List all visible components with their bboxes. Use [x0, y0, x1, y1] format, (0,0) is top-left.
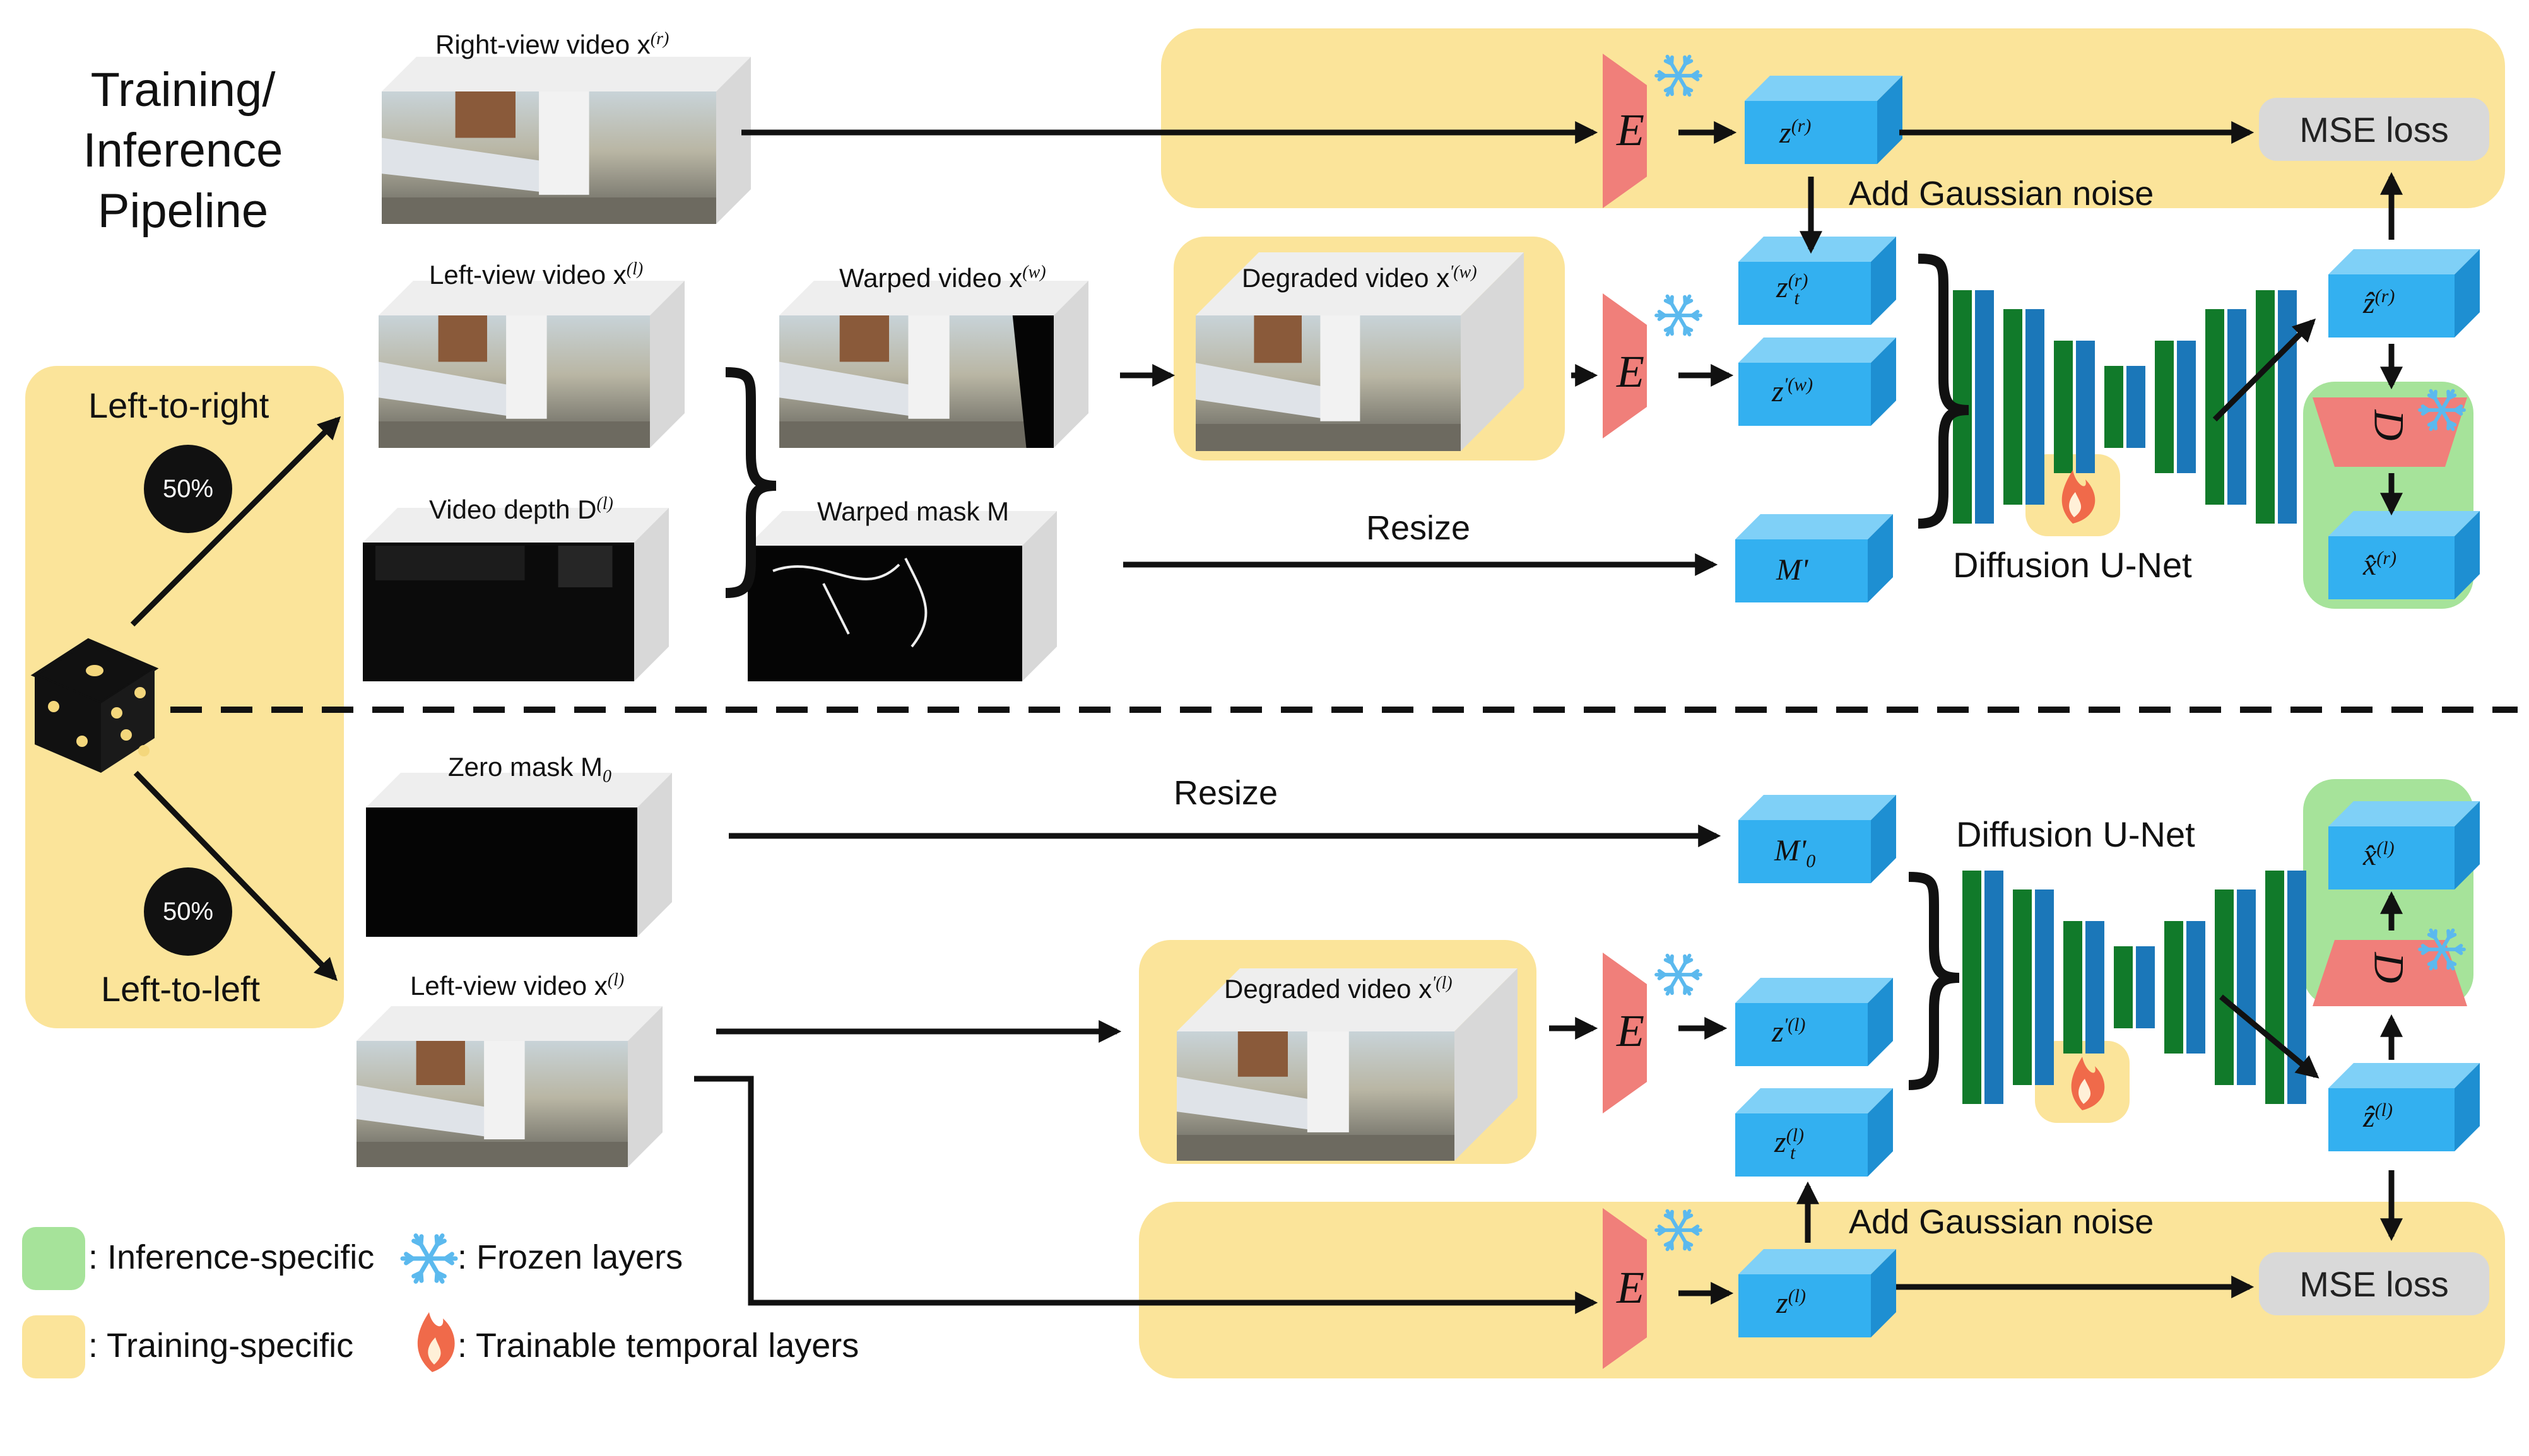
arrow-unet-to-zhat-l — [2219, 994, 2320, 1079]
training-region-dice — [25, 366, 344, 1028]
arrow-left-to-encoder4 — [694, 1076, 1598, 1314]
legend-training-label: : Training-specific — [88, 1327, 354, 1365]
zero-mask-frame — [366, 773, 672, 937]
arrow-unet-to-zhat-r — [2212, 318, 2316, 422]
latent-z-t-r-label: z(r)t — [1776, 270, 1808, 308]
latent-z-l-label: z(l) — [1776, 1286, 1807, 1320]
arrow-dice-to-bottom — [133, 770, 338, 982]
latent-cube-z-l-prime — [1735, 978, 1893, 1066]
latent-z-hat-r-label: ẑ(r) — [2363, 286, 2395, 320]
left-view-bottom-frame — [357, 1006, 663, 1167]
encoder-symbol-3: E — [1617, 1006, 1644, 1056]
latent-cube-z-hat-l — [2328, 1063, 2480, 1151]
snowflake-icon-1 — [1654, 54, 1702, 97]
degraded-video-top-label: Degraded video x'(w) — [1242, 262, 1477, 293]
dice-bottom-label: Left-to-left — [101, 969, 261, 1009]
warped-video-label: Warped video x(w) — [839, 262, 1046, 293]
warped-mask-label: Warped mask M — [817, 496, 1010, 526]
snowflake-icon-3 — [1654, 953, 1702, 996]
mse-loss-bottom: MSE loss — [2259, 1252, 2489, 1315]
mse-loss-top: MSE loss — [2259, 98, 2489, 161]
add-noise-bottom-label: Add Gaussian noise — [1849, 1203, 2154, 1241]
decoder-symbol-1: D — [2365, 409, 2414, 441]
left-view-label: Left-view video x(l) — [429, 259, 644, 290]
snowflake-icon-6 — [2418, 928, 2466, 971]
resize-top-label: Resize — [1366, 509, 1471, 547]
legend-inference-swatch — [22, 1227, 85, 1290]
decoder-block-2 — [2313, 940, 2467, 1006]
dice-bottom-pct: 50% — [144, 867, 232, 956]
latent-m-prime-label: M' — [1776, 553, 1808, 587]
degraded-video-top-frame — [1196, 252, 1524, 451]
title-line-3: Pipeline — [97, 184, 269, 238]
right-view-video-frame — [382, 57, 751, 224]
latent-cube-x-hat-r — [2328, 511, 2480, 599]
latent-z-t-l-label: z(l)t — [1774, 1125, 1805, 1163]
video-depth-frame — [363, 508, 669, 681]
diffusion-unet-top — [1953, 290, 2297, 536]
latent-cube-z-w — [1738, 338, 1896, 426]
brace-top-right — [1918, 254, 1969, 529]
latent-z-r-label: z(r) — [1779, 115, 1812, 150]
latent-cube-z-t-r — [1738, 237, 1896, 325]
latent-x-hat-r-label: x̂(r) — [2363, 548, 2396, 582]
snowflake-icon-5 — [2418, 389, 2466, 432]
arrow-dice-to-top — [130, 416, 341, 627]
warped-mask-frame — [748, 511, 1057, 681]
latent-cube-z-l — [1738, 1249, 1896, 1337]
latent-cube-m-prime — [1735, 514, 1893, 602]
encoder-symbol-4: E — [1617, 1262, 1644, 1313]
encoder-symbol-2: E — [1617, 346, 1644, 397]
resize-bottom-label: Resize — [1174, 774, 1278, 812]
encoder-block-2 — [1603, 293, 1647, 438]
unet-top-label: Diffusion U-Net — [1953, 545, 2192, 585]
unet-bottom-label: Diffusion U-Net — [1956, 814, 2195, 854]
brace-top-left — [725, 367, 777, 598]
snowflake-icon-4 — [1654, 1209, 1702, 1252]
encoder-block-4 — [1603, 1208, 1647, 1369]
video-depth-label: Video depth D(l) — [429, 494, 613, 524]
legend-snowflake-icon — [400, 1233, 458, 1284]
degraded-video-bottom-label: Degraded video x'(l) — [1224, 973, 1453, 1004]
decoder-block-1 — [2313, 397, 2467, 467]
legend-frozen-label: : Frozen layers — [457, 1238, 683, 1276]
decoder-symbol-2: D — [2365, 952, 2414, 983]
legend-trainable-label: : Trainable temporal layers — [457, 1327, 859, 1365]
page-title: Training/ Inference Pipeline — [19, 60, 347, 242]
latent-z-l-prime-label: z'(l) — [1772, 1014, 1806, 1048]
left-view-video-frame — [379, 281, 685, 448]
snowflake-icon-2 — [1654, 294, 1702, 337]
latent-z-w-label: z'(w) — [1772, 374, 1813, 408]
latent-cube-m0-prime — [1738, 795, 1896, 883]
title-line-1: Training/ — [90, 63, 276, 117]
title-line-2: Inference — [83, 124, 283, 177]
latent-cube-x-hat-l — [2328, 801, 2480, 889]
warped-video-frame — [779, 281, 1088, 448]
zero-mask-label: Zero mask M0 — [448, 752, 612, 787]
encoder-block-1 — [1603, 54, 1647, 208]
dice-top-pct: 50% — [144, 445, 232, 533]
add-noise-top-label: Add Gaussian noise — [1849, 175, 2154, 213]
latent-cube-z-r — [1745, 76, 1902, 164]
diffusion-unet-bottom — [1962, 871, 2306, 1123]
latent-x-hat-l-label: x̂(l) — [2363, 838, 2395, 872]
latent-z-hat-l-label: ẑ(l) — [2363, 1100, 2393, 1134]
brace-bottom-right — [1908, 872, 1960, 1090]
dice-icon — [30, 638, 159, 773]
encoder-symbol-1: E — [1617, 105, 1644, 155]
degraded-video-bottom-frame — [1177, 968, 1518, 1161]
latent-cube-z-hat-r — [2328, 249, 2480, 338]
left-view-bottom-label: Left-view video x(l) — [410, 970, 625, 1001]
right-view-label: Right-view video x(r) — [435, 29, 669, 59]
dice-top-label: Left-to-right — [88, 385, 269, 425]
latent-cube-z-t-l — [1735, 1088, 1893, 1177]
legend-inference-label: : Inference-specific — [88, 1238, 375, 1276]
encoder-block-3 — [1603, 953, 1647, 1113]
latent-m0-prime-label: M'0 — [1774, 834, 1816, 872]
legend-fire-icon — [417, 1312, 455, 1372]
legend-training-swatch — [22, 1315, 85, 1378]
